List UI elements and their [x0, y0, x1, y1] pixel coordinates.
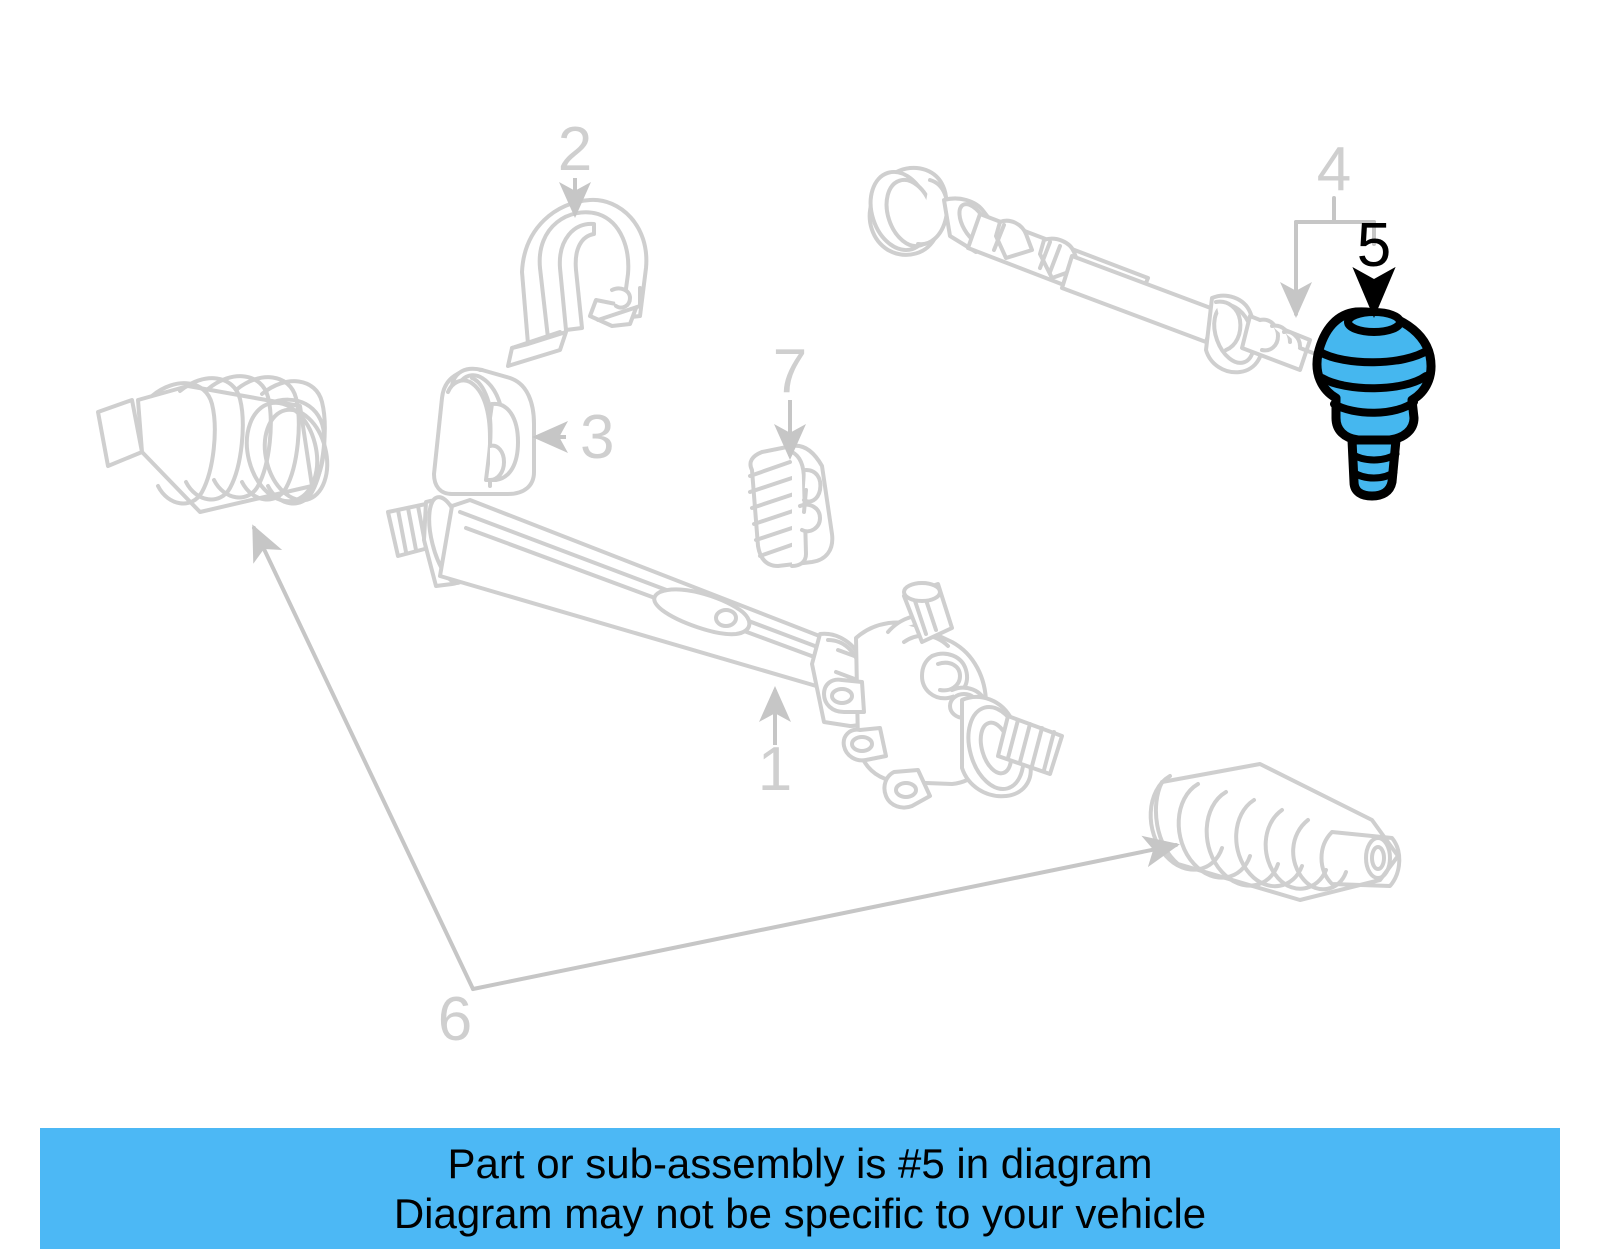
callout-label-7: 7	[773, 337, 807, 406]
callout-label-4: 4	[1317, 135, 1351, 204]
notice-line-part-number: Part or sub-assembly is #5 in diagram	[447, 1139, 1153, 1187]
rubber-bushing-insulator	[432, 366, 536, 496]
callout-label-2: 2	[558, 115, 592, 184]
ribbed-bushing-mount	[748, 443, 835, 568]
outer-tie-rod-end-assembly	[867, 166, 1354, 375]
callout-label-6: 6	[438, 985, 472, 1054]
u-shaped-mounting-bracket	[506, 197, 649, 368]
diagram-notice-banner: Part or sub-assembly is #5 in diagram Di…	[40, 1128, 1560, 1249]
callout-label-3: 3	[580, 403, 614, 472]
callout-label-1: 1	[758, 735, 792, 804]
callout-label-5: 5	[1357, 211, 1391, 280]
right-bellows-boot	[1148, 762, 1402, 902]
left-bellows-boot	[96, 374, 330, 514]
callout-leader-4	[1280, 196, 1376, 318]
callout-leader-6	[252, 524, 1180, 991]
steering-gear-rack-housing	[386, 495, 1064, 810]
ball-joint-dust-boot	[1312, 307, 1436, 501]
notice-line-vehicle-disclaimer: Diagram may not be specific to your vehi…	[393, 1189, 1207, 1237]
